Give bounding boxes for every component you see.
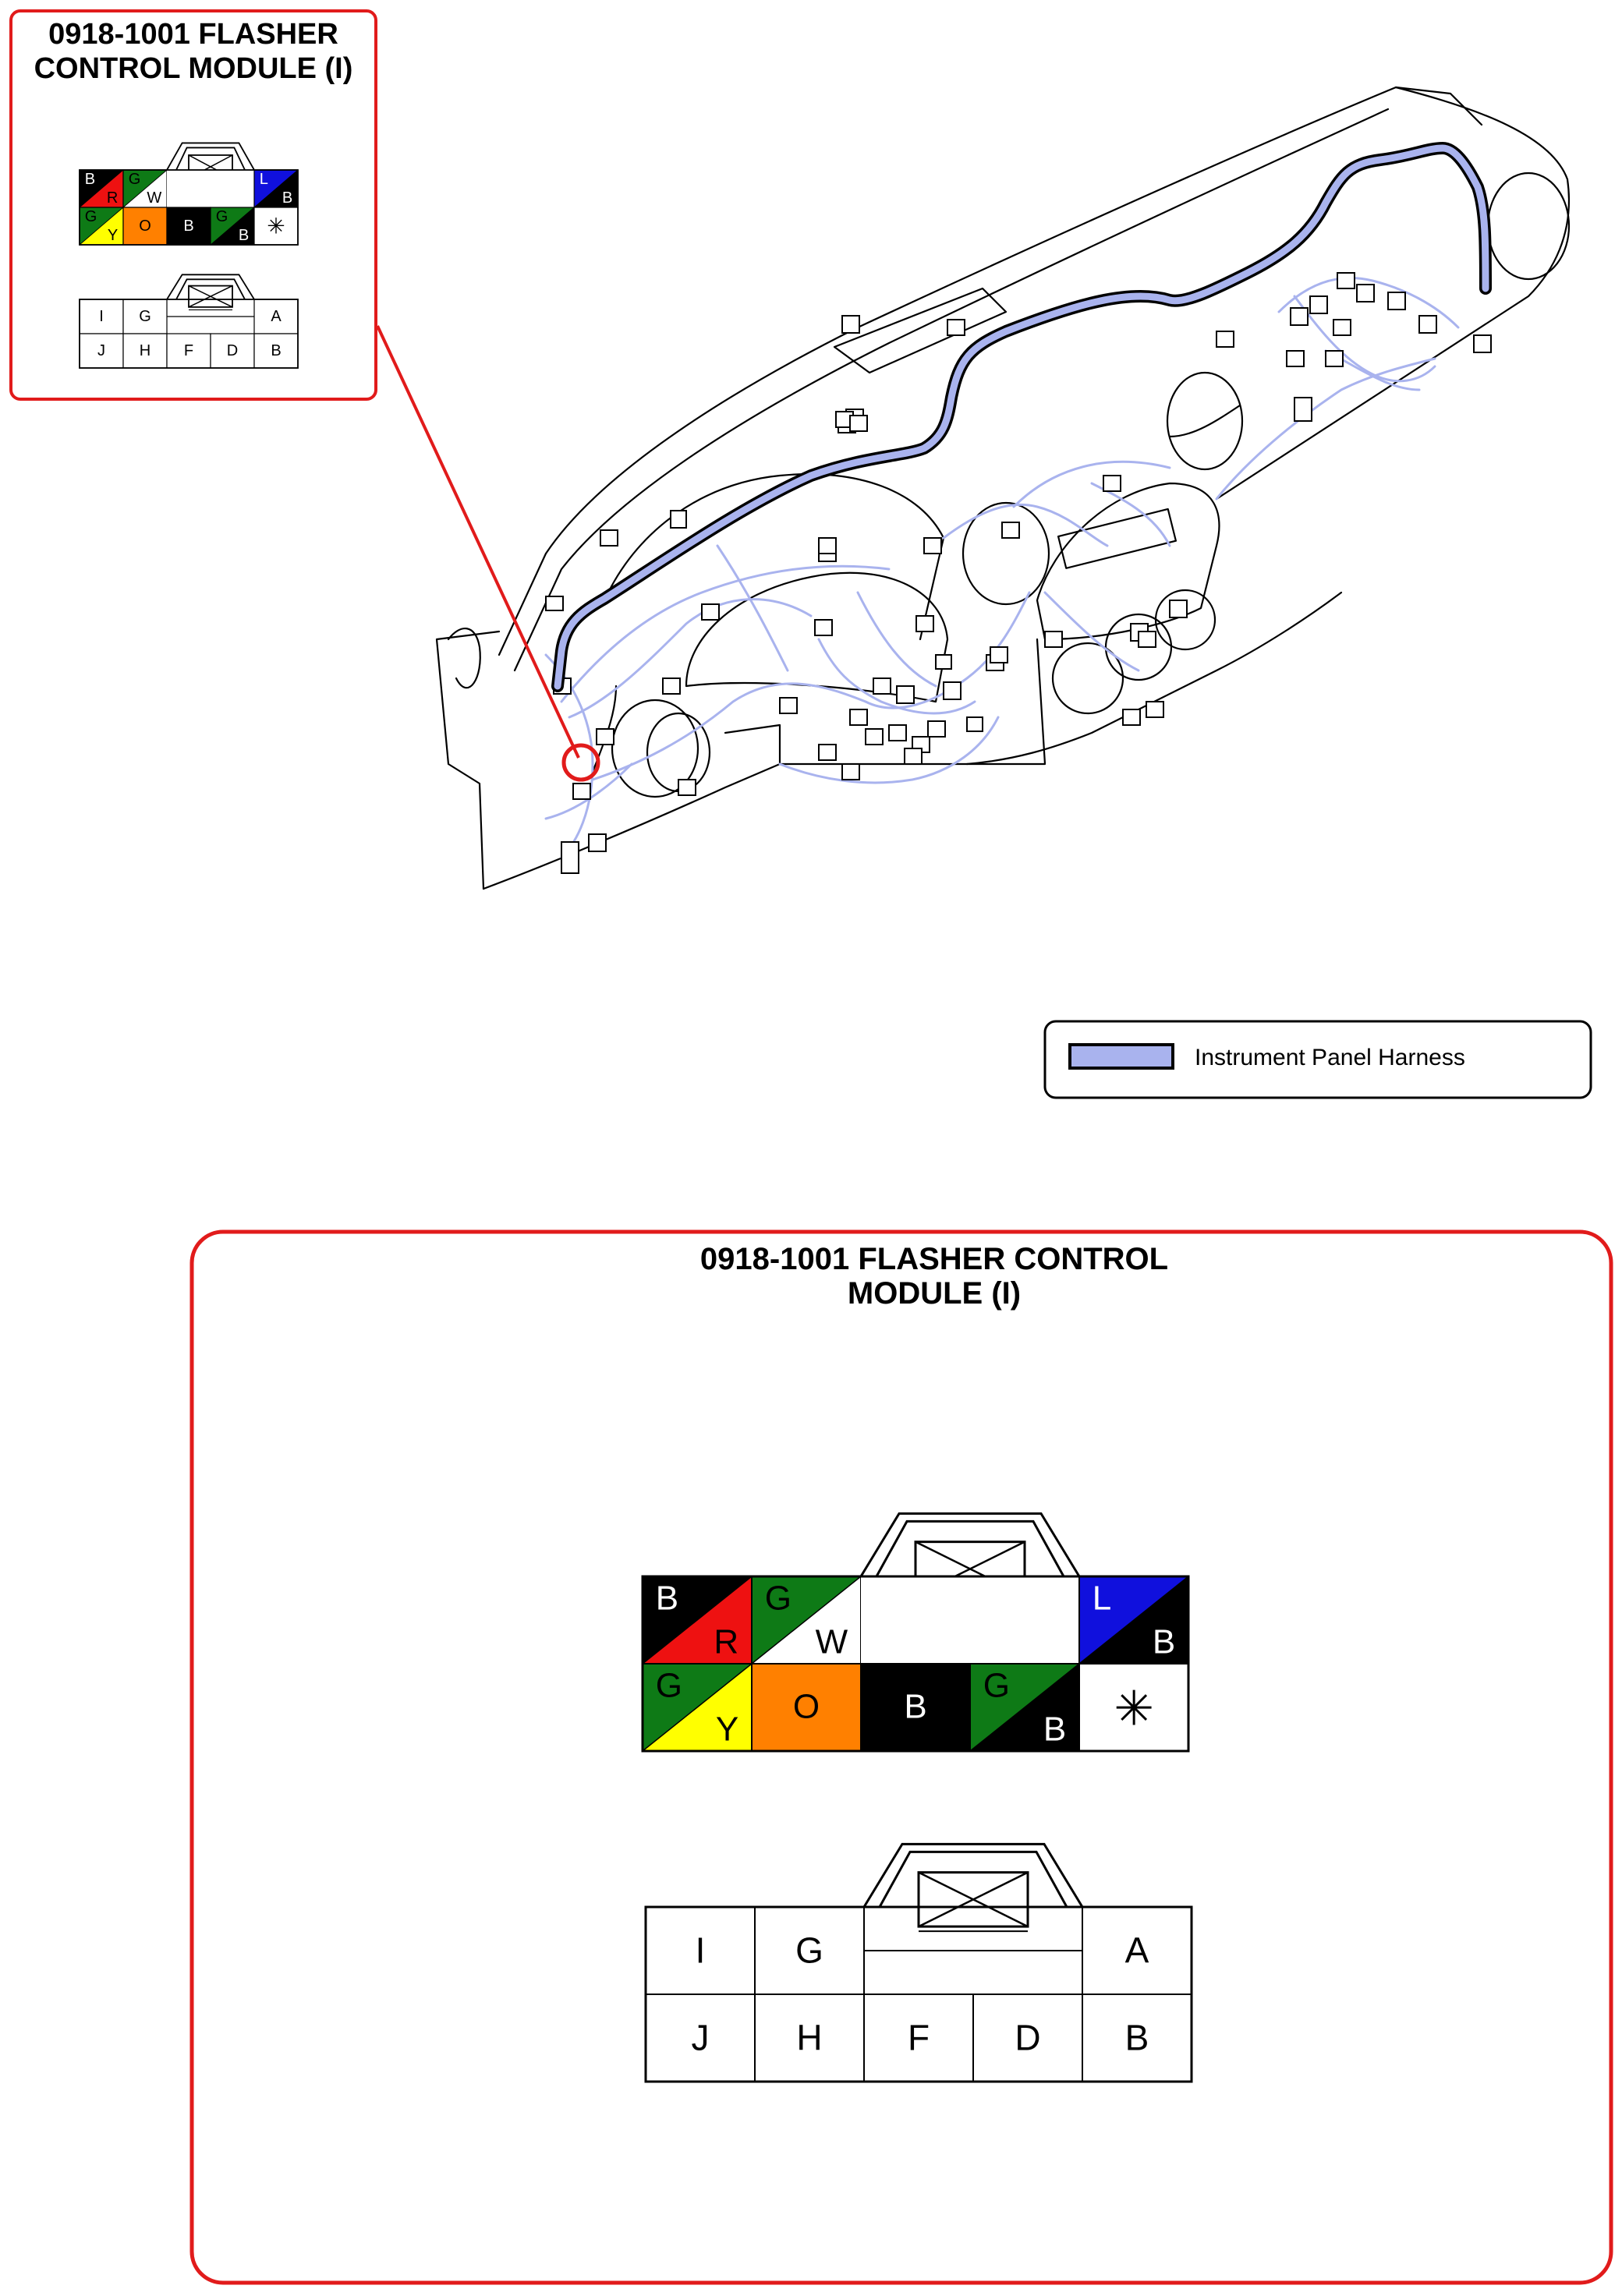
wire-color-label: B [656, 1580, 678, 1618]
wire-cell-r2c2: O [751, 1663, 862, 1752]
wire-cell-r1c4 [970, 1576, 1079, 1664]
pin-cell-r1c2 [754, 1906, 865, 1995]
connector-outline [79, 299, 299, 369]
connector-outline [79, 169, 299, 246]
wire-cell-r2c4: GB [210, 207, 255, 246]
wire-cell-r2c1: GY [79, 207, 124, 246]
pin-label: G [139, 308, 151, 325]
unused-pin-symbol: ✳ [267, 214, 285, 239]
pin-label: D [1015, 2018, 1040, 2058]
wire-color-label: G [129, 171, 141, 188]
legend-box [1043, 1020, 1592, 1099]
wire-color-label: G [656, 1667, 682, 1705]
wire-color-label: B [239, 227, 249, 244]
wire-color-label: L [260, 171, 268, 188]
pin-label: J [97, 342, 105, 359]
pin-label: F [908, 2018, 930, 2058]
large-callout-border [189, 1229, 1613, 2285]
wire-cell-r2c3: B [166, 207, 211, 246]
wire-cell-r1c3 [167, 170, 211, 207]
wire-color-label: L [1093, 1580, 1111, 1618]
wire-color-label: W [147, 189, 161, 207]
wire-color-label: R [714, 1623, 738, 1661]
unused-pin-symbol: ✳ [1114, 1682, 1154, 1735]
wire-cell-r2c5: ✳ [253, 207, 299, 246]
wire-cell-r2c3: B [860, 1663, 971, 1752]
connector-outline [644, 1905, 1193, 2083]
pin-cell-r2c2 [754, 1994, 865, 2082]
wire-color-label: B [183, 218, 193, 235]
large-callout-title-line2: MODULE (I) [848, 1276, 1021, 1311]
pin-cell-r2c1 [79, 333, 124, 369]
wire-color-label: B [1153, 1623, 1175, 1661]
pin-label: F [184, 342, 193, 359]
wire-color-label: B [85, 171, 95, 188]
instrument-panel-harness-fill [554, 144, 1489, 690]
wire-color-label: R [107, 189, 118, 207]
large-connector-callout: 0918-1001 FLASHER CONTROL MODULE (I) BRG… [189, 1229, 1613, 2285]
large-pin-connector: I G A J H F D B [644, 1842, 1193, 2083]
wire-color-label: G [765, 1580, 792, 1618]
wire-cell-r1c5: LB [253, 169, 299, 208]
legend: Instrument Panel Harness [1043, 1020, 1592, 1099]
legend-label: Instrument Panel Harness [1195, 1045, 1465, 1070]
wire-cell-r1c1: BR [642, 1576, 753, 1665]
wire-cell-r2c5: ✳ [1078, 1663, 1189, 1752]
pin-label: B [1125, 2018, 1149, 2058]
wire-cell-r1c4 [211, 170, 254, 207]
wire-cell-r2c4: GB [969, 1663, 1080, 1752]
dashboard-illustration [435, 86, 1571, 890]
pin-label: A [1125, 1930, 1149, 1971]
wire-cell-r2c2: O [122, 207, 168, 246]
wire-color-label: O [139, 218, 151, 235]
pin-label: I [99, 308, 104, 325]
wire-color-label: B [904, 1687, 926, 1725]
pin-cell-r2c4 [972, 1994, 1083, 2082]
pin-cell-r2c2 [122, 333, 168, 369]
small-pin-connector: I G A J H F D B [79, 274, 299, 369]
small-connector-callout: 0918-1001 FLASHER CONTROL MODULE (I) BRG… [9, 9, 377, 401]
wire-cell-r2c1: GY [642, 1663, 753, 1752]
pin-label: B [271, 342, 281, 359]
wire-cell-r1c1: BR [79, 169, 124, 208]
wire-color-label: O [793, 1687, 820, 1725]
wire-cell-r1c2: GW [751, 1576, 862, 1665]
auxiliary-wires [544, 276, 1460, 859]
wire-color-label: G [85, 208, 97, 225]
small-callout-title-line1: 0918-1001 FLASHER [48, 18, 338, 51]
pin-cell-r1c2 [122, 299, 168, 334]
wire-color-label: B [282, 189, 292, 207]
pin-label: A [271, 308, 282, 325]
wire-color-label: G [216, 208, 228, 225]
callout-leader-line [376, 325, 580, 759]
large-callout-title-line1: 0918-1001 FLASHER CONTROL [700, 1242, 1168, 1276]
connector-outline [641, 1575, 1190, 1753]
pin-label: H [140, 342, 151, 359]
wire-cell-r1c2: GW [122, 169, 168, 208]
pin-label: G [795, 1930, 823, 1971]
pin-cell-r1c5 [253, 299, 299, 334]
harness-connectors [545, 272, 1492, 874]
wire-color-label: B [1043, 1711, 1066, 1749]
legend-swatch [1068, 1043, 1174, 1070]
pin-cell-r2c4 [210, 333, 255, 369]
wire-cell-r1c5: LB [1078, 1576, 1189, 1665]
wire-color-label: Y [716, 1711, 738, 1749]
wire-color-label: Y [108, 227, 118, 244]
pin-label: H [796, 2018, 822, 2058]
wire-color-label: G [983, 1667, 1010, 1705]
flasher-location-marker[interactable] [561, 743, 600, 782]
small-callout-title-line2: CONTROL MODULE (I) [34, 52, 353, 85]
pin-label: I [696, 1930, 706, 1971]
pin-label: J [692, 2018, 710, 2058]
wire-color-label: W [816, 1623, 848, 1661]
wire-cell-r1c3 [861, 1576, 970, 1664]
pin-label: D [227, 342, 238, 359]
